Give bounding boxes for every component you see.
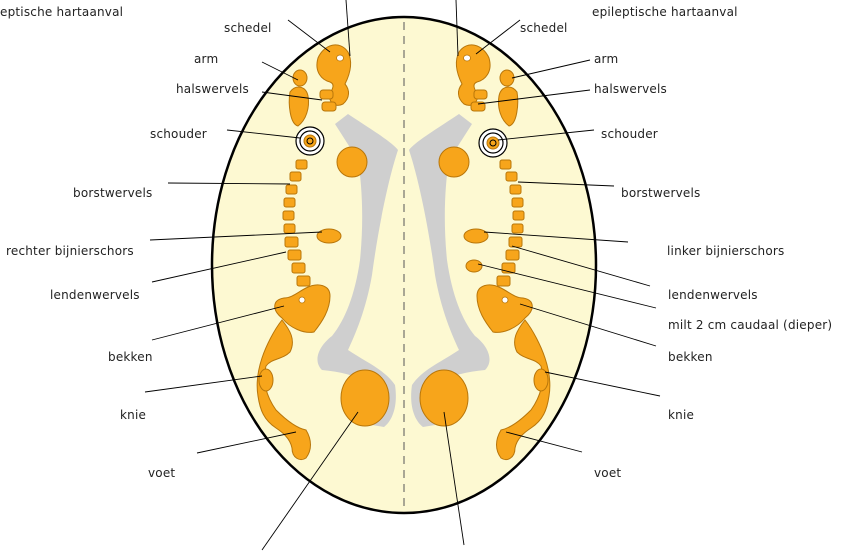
label-right-milt: milt 2 cm caudaal (dieper) <box>668 318 832 332</box>
label-left-knie: knie <box>120 408 146 422</box>
right-cervical-vertebra <box>474 90 487 99</box>
right-round-organ <box>439 147 469 177</box>
label-right-voet: voet <box>594 466 621 480</box>
label-left-voet: voet <box>148 466 175 480</box>
label-left-arm: arm <box>194 52 218 66</box>
left-cervical-vertebra <box>322 102 336 111</box>
label-right-schedel: schedel <box>520 21 568 35</box>
label-top-left-partial: eptische hartaanval <box>0 5 123 19</box>
right-lower-oval <box>420 370 468 426</box>
label-right-arm: arm <box>594 52 618 66</box>
label-left-halswervels: halswervels <box>176 82 249 96</box>
label-left-borstwervels: borstwervels <box>73 186 152 200</box>
right-spleen <box>466 260 482 272</box>
label-right-borstwervels: borstwervels <box>621 186 700 200</box>
label-left-schedel: schedel <box>224 21 272 35</box>
left-shoulder-joint <box>296 127 324 155</box>
left-pelvis-hole <box>299 297 305 303</box>
right-adrenal-cortex <box>464 229 488 243</box>
label-left-lendenwervels: lendenwervels <box>50 288 140 302</box>
right-pelvis-hole <box>502 297 508 303</box>
right-shoulder-joint <box>479 129 507 157</box>
label-right-schouder: schouder <box>601 127 658 141</box>
label-right-bekken: bekken <box>668 350 713 364</box>
right-skull-hole <box>464 55 471 61</box>
label-left-schouder: schouder <box>150 127 207 141</box>
left-knee <box>259 369 273 391</box>
left-cervical-vertebra <box>320 90 333 99</box>
label-right-bijnierschors: linker bijnierschors <box>667 244 784 258</box>
label-top-right: epileptische hartaanval <box>592 5 738 19</box>
label-left-bekken: bekken <box>108 350 153 364</box>
left-adrenal-cortex <box>317 229 341 243</box>
label-right-halswervels: halswervels <box>594 82 667 96</box>
left-skull-hole <box>337 55 344 61</box>
right-arm-bone <box>500 70 514 86</box>
left-round-organ <box>337 147 367 177</box>
label-left-bijnierschors: rechter bijnierschors <box>6 244 134 258</box>
left-lower-oval <box>341 370 389 426</box>
label-right-lendenwervels: lendenwervels <box>668 288 758 302</box>
label-right-knie: knie <box>668 408 694 422</box>
left-arm-bone <box>293 70 307 86</box>
